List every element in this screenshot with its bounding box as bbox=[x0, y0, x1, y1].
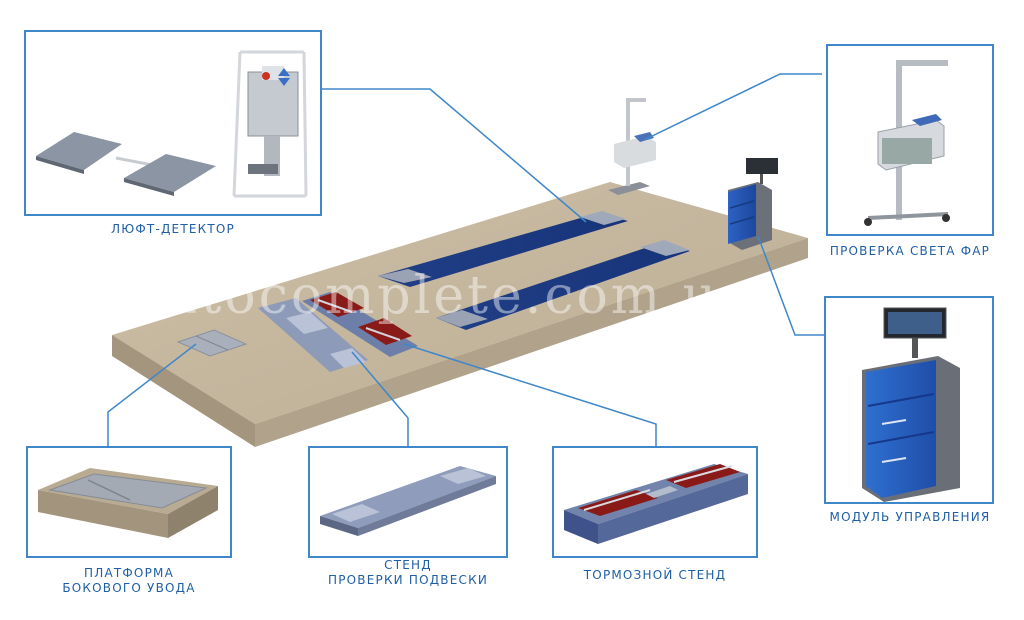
side-slip-plate-on-slab bbox=[176, 329, 248, 357]
control-module-illustration bbox=[862, 307, 960, 502]
suspension-tester-box bbox=[308, 446, 508, 558]
headlight-tester-illustration bbox=[864, 60, 950, 226]
suspension-tester-on-slab bbox=[258, 298, 368, 372]
test-lane-lower bbox=[436, 240, 690, 330]
side-slip-platform-label: ПЛАТФОРМА БОКОВОГО УВОДА bbox=[34, 566, 224, 596]
side-slip-platform-illustration bbox=[38, 468, 218, 538]
brake-tester-illustration bbox=[564, 464, 748, 544]
side-slip-platform-label-line1: ПЛАТФОРМА bbox=[84, 566, 174, 580]
connector-suspension bbox=[351, 351, 409, 446]
suspension-tester-label: СТЕНД ПРОВЕРКИ ПОДВЕСКИ bbox=[300, 558, 516, 588]
brake-tester-box bbox=[552, 446, 758, 558]
control-module-box bbox=[824, 296, 994, 504]
play-detector-box bbox=[24, 30, 322, 216]
connector-lines bbox=[107, 73, 825, 446]
brake-tester-on-slab bbox=[302, 292, 418, 357]
connector-side-slip bbox=[107, 343, 197, 446]
headlight-tester-on-slab bbox=[608, 98, 656, 195]
connector-control-module bbox=[757, 235, 825, 336]
control-module-on-slab bbox=[728, 158, 778, 250]
headlight-check-box bbox=[826, 44, 994, 236]
suspension-tester-label-line1: СТЕНД bbox=[384, 558, 432, 572]
watermark: autocomplete.com.ua bbox=[130, 266, 754, 326]
side-slip-platform-box bbox=[26, 446, 232, 558]
headlight-check-label: ПРОВЕРКА СВЕТА ФАР bbox=[829, 244, 991, 258]
connector-brake bbox=[403, 343, 657, 446]
connector-headlight bbox=[643, 73, 822, 141]
suspension-tester-illustration bbox=[320, 466, 496, 536]
connector-play-detector bbox=[320, 88, 587, 223]
play-detector-illustration bbox=[36, 50, 308, 198]
floor-slab bbox=[112, 182, 808, 447]
play-detector-label: ЛЮФТ-ДЕТЕКТОР bbox=[111, 222, 235, 236]
side-slip-platform-label-line2: БОКОВОГО УВОДА bbox=[62, 581, 196, 595]
suspension-tester-label-line2: ПРОВЕРКИ ПОДВЕСКИ bbox=[328, 573, 488, 587]
test-lane-upper bbox=[378, 211, 628, 287]
brake-tester-label: ТОРМОЗНОЙ СТЕНД bbox=[583, 568, 727, 582]
control-module-label: МОДУЛЬ УПРАВЛЕНИЯ bbox=[829, 510, 991, 524]
